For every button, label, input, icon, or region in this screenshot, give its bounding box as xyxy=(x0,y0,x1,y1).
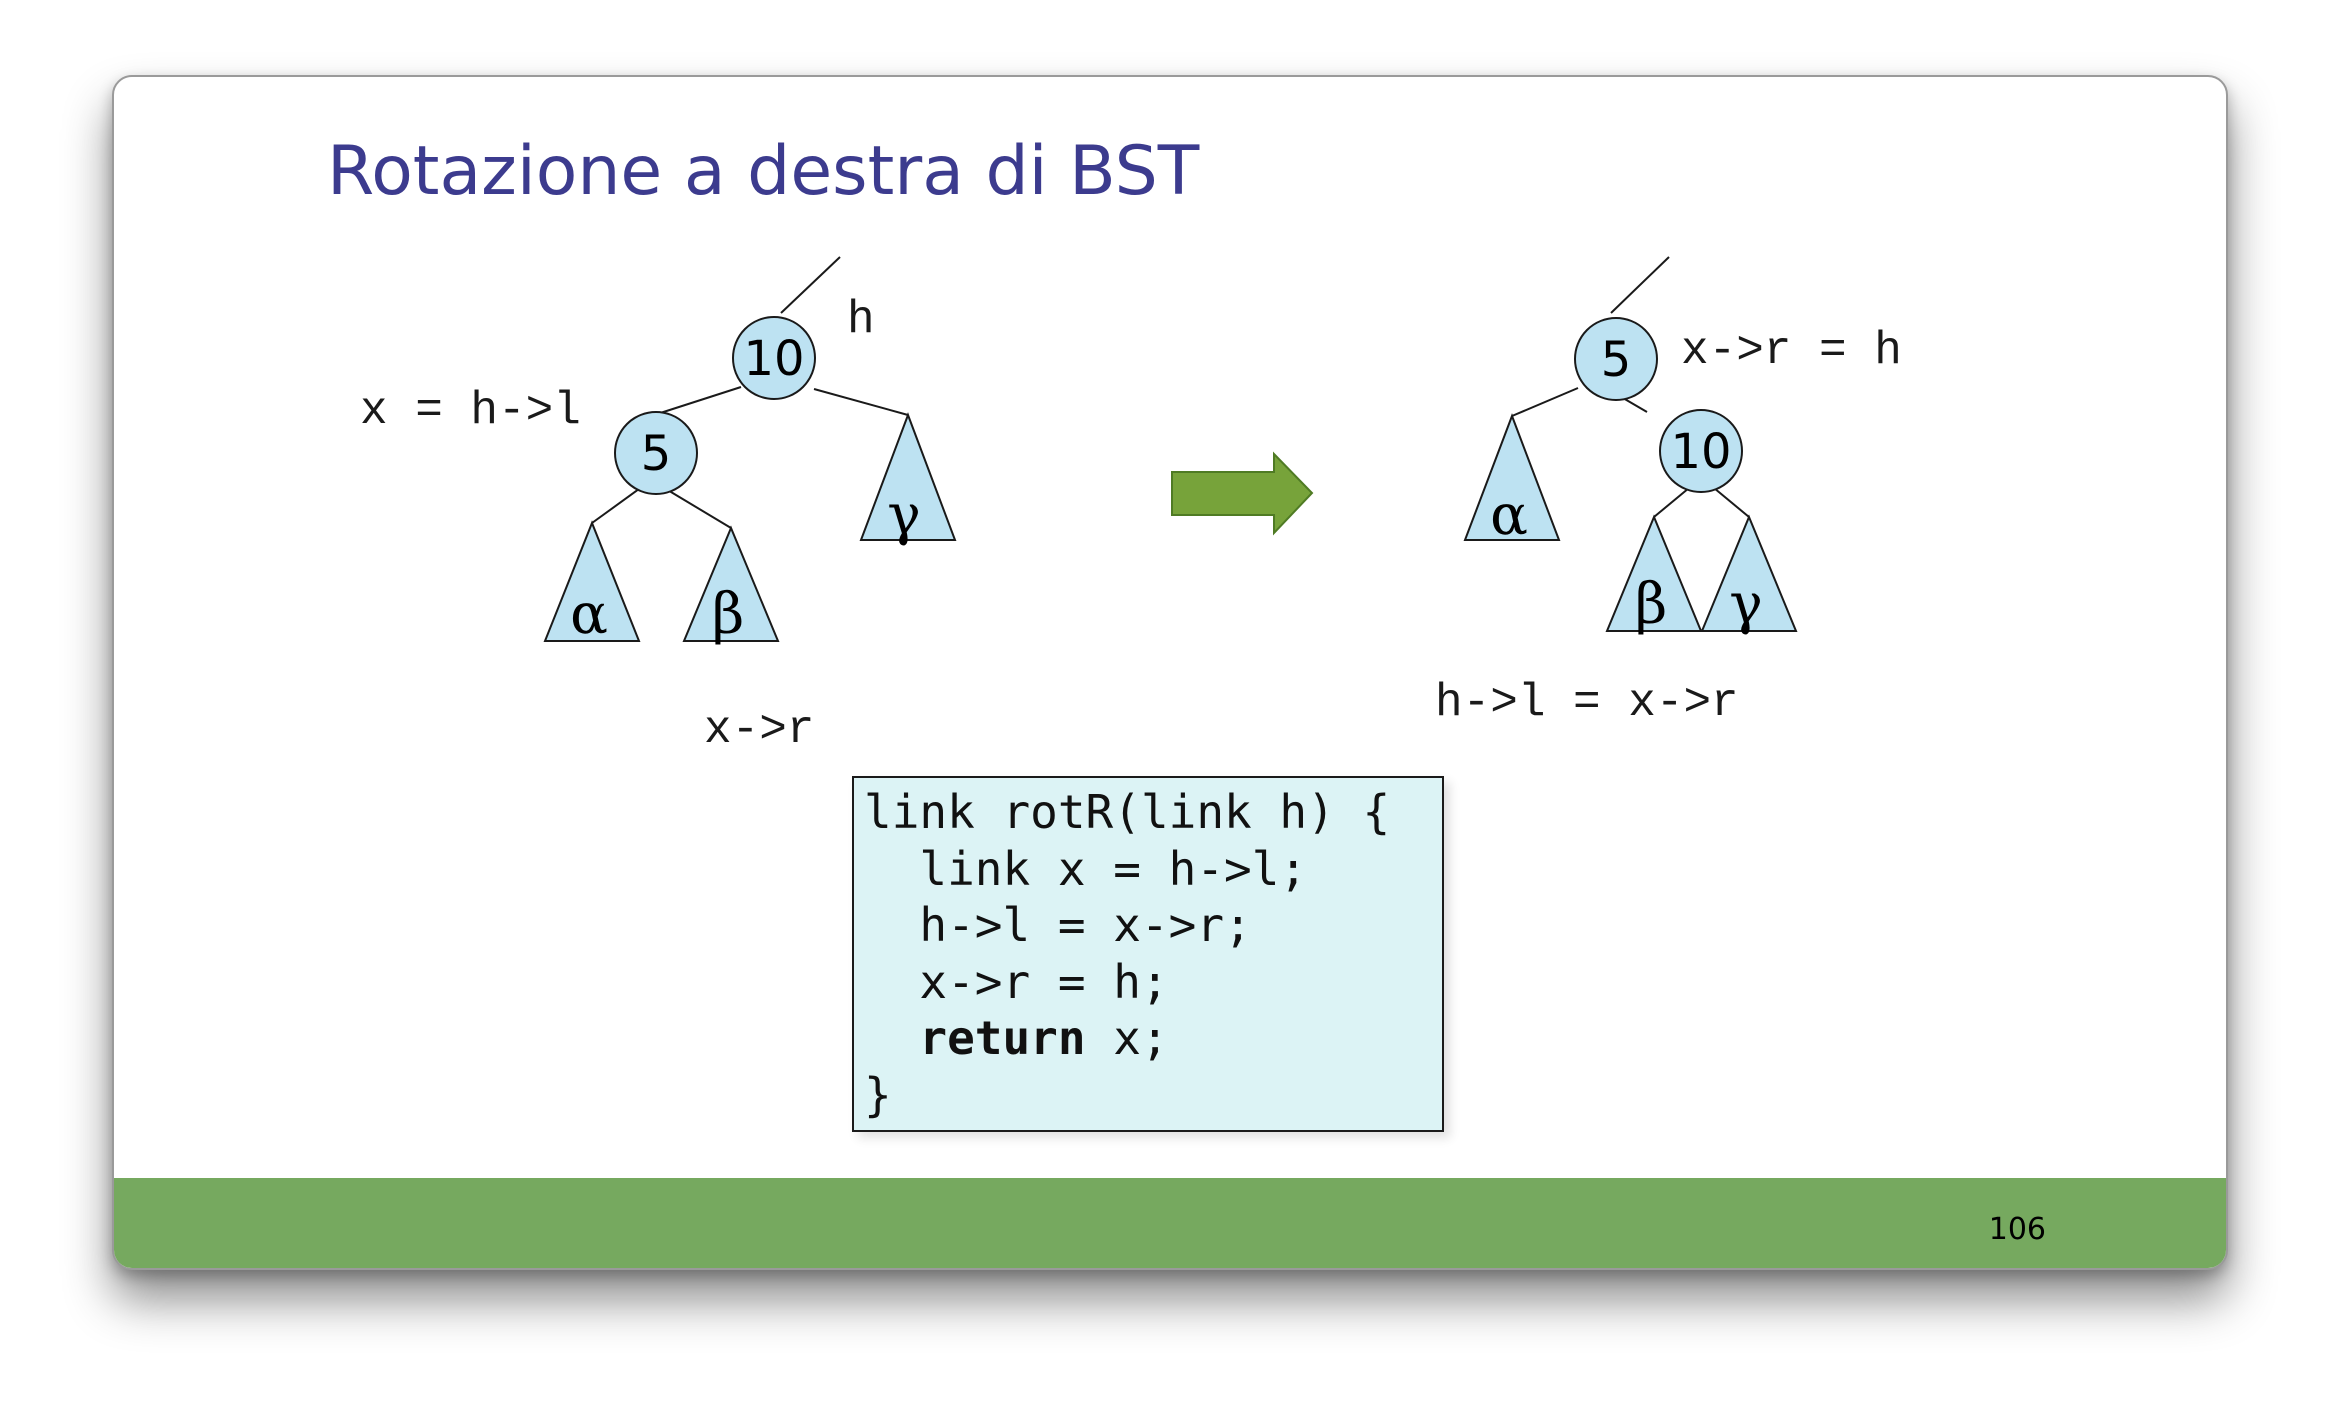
right-beta-label: β xyxy=(1635,572,1667,637)
code-line-5: return x; xyxy=(864,1010,1442,1067)
left-child-node-label: 5 xyxy=(641,426,672,482)
right-root-node: 5 xyxy=(1574,317,1658,401)
right-root-parent-edge xyxy=(1610,256,1670,314)
right-subtree-beta: β xyxy=(1605,514,1703,637)
right-xr-assign-label: x->r = h xyxy=(1681,325,1902,377)
left-x-assign-label: x = h->l xyxy=(360,385,581,437)
left-x-r-label: x->r xyxy=(704,704,814,756)
footer-bar: 106 xyxy=(114,1178,2226,1268)
left-tree xyxy=(591,256,909,529)
right-child-node-label: 10 xyxy=(1670,424,1731,480)
code-return-keyword: return xyxy=(919,1011,1086,1065)
code-line-2: link x = h->l; xyxy=(864,841,1442,898)
code-box: link rotR(link h) { link x = h->l; h->l … xyxy=(852,776,1444,1132)
left-child-to-alpha-edge xyxy=(591,488,640,524)
right-root-node-label: 5 xyxy=(1601,332,1632,388)
left-subtree-gamma: γ xyxy=(859,412,957,548)
left-root-node: 10 xyxy=(732,316,816,400)
left-alpha-label: α xyxy=(570,582,608,647)
left-gamma-label: γ xyxy=(887,483,920,548)
code-line-3: h->l = x->r; xyxy=(864,898,1252,952)
code-line-2-text: link x = h->l; xyxy=(919,841,1308,896)
right-child-node: 10 xyxy=(1659,409,1743,493)
right-subtree-alpha: α xyxy=(1463,413,1561,548)
code-line-4: x->r = h; xyxy=(864,954,1169,1009)
left-child-to-beta-edge xyxy=(665,488,732,529)
left-beta-label: β xyxy=(712,582,744,647)
right-alpha-label: α xyxy=(1490,483,1528,548)
right-subtree-gamma: γ xyxy=(1700,514,1798,637)
right-root-to-alpha-edge xyxy=(1511,387,1579,417)
code-line-5-indent xyxy=(864,1011,919,1065)
page-number: 106 xyxy=(1988,1212,2046,1247)
left-root-to-gamma-edge xyxy=(813,388,909,416)
left-root-to-child-edge xyxy=(650,386,742,417)
left-subtree-beta: β xyxy=(682,525,780,647)
right-hl-assign-label: h->l = x->r xyxy=(1435,677,1739,729)
left-root-node-label: 10 xyxy=(743,331,804,387)
right-gamma-label: γ xyxy=(1729,572,1762,637)
rotation-diagram: γ α β 10 5 h x = h->l x->r xyxy=(360,256,1902,756)
slide-title: Rotazione a destra di BST xyxy=(327,132,1200,211)
right-tree xyxy=(1511,256,1750,518)
right-child-to-gamma-edge xyxy=(1713,487,1750,518)
left-subtree-alpha: α xyxy=(543,520,641,647)
left-child-node: 5 xyxy=(614,411,698,495)
right-arrow-icon xyxy=(1171,451,1314,536)
code-line-1: link rotR(link h) { xyxy=(864,785,1391,839)
code-line-5-rest: x; xyxy=(1085,1011,1169,1065)
slide: Rotazione a destra di BST γ α β 10 xyxy=(112,75,2228,1270)
left-h-label: h xyxy=(847,294,875,346)
right-child-to-beta-edge xyxy=(1653,487,1690,518)
code-line-2-indent xyxy=(864,842,919,896)
left-root-parent-edge xyxy=(780,256,841,314)
code-line-6: } xyxy=(864,1067,892,1122)
